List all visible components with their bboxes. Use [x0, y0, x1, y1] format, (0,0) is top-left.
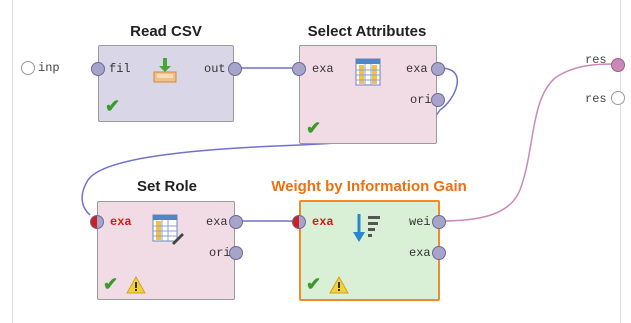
weight-info-gain-operator[interactable]: exa wei exa ✔ — [292, 200, 446, 301]
read-csv-status-ok-icon: ✔ — [105, 96, 121, 116]
select-attributes-port-exa-in-label: exa — [312, 62, 334, 76]
weight-info-gain-port-wei-label: wei — [409, 215, 431, 229]
select-attributes-status-ok-icon: ✔ — [306, 118, 322, 138]
read-csv-operator[interactable]: fil out ✔ — [91, 45, 242, 122]
select-attributes-title: Select Attributes — [307, 23, 427, 40]
weight-info-gain-port-exa-out[interactable] — [432, 246, 446, 260]
result-port-2-label: res — [585, 92, 607, 106]
wire-weight-to-result[interactable] — [439, 63, 615, 222]
set-role-port-exa-in[interactable] — [90, 215, 104, 229]
weight-info-gain-warning-icon — [329, 276, 349, 294]
read-csv-port-out[interactable] — [228, 62, 242, 76]
set-role-port-ori-label: ori — [209, 246, 231, 260]
set-role-warning-icon — [126, 276, 146, 294]
import-csv-icon — [153, 58, 177, 83]
set-role-operator[interactable]: exa exa ori ✔ — [90, 201, 243, 300]
weight-info-gain-port-wei[interactable] — [432, 215, 446, 229]
process-input-port[interactable] — [21, 61, 35, 75]
weight-info-gain-port-exa-in-label: exa — [312, 215, 334, 229]
process-input-label: inp — [38, 61, 60, 75]
attribute-table-icon — [355, 58, 381, 86]
canvas-left-border — [12, 0, 13, 323]
wire-select-to-setrole[interactable] — [81, 67, 459, 216]
set-role-port-exa-in-label: exa — [110, 215, 132, 229]
set-role-status-ok-icon: ✔ — [103, 274, 119, 294]
set-role-port-exa-out[interactable] — [229, 215, 243, 229]
select-attributes-operator[interactable]: exa exa ori ✔ — [292, 45, 445, 144]
select-attributes-port-exa-out-label: exa — [406, 62, 428, 76]
result-port-1[interactable] — [611, 58, 625, 72]
weight-info-gain-status-ok-icon: ✔ — [306, 274, 322, 294]
set-role-title: Set Role — [136, 178, 197, 195]
set-role-port-ori[interactable] — [229, 246, 243, 260]
canvas-right-border — [620, 0, 621, 323]
result-port-1-label: res — [585, 53, 607, 67]
weight-info-gain-title: Weight by Information Gain — [271, 178, 467, 195]
select-attributes-port-ori[interactable] — [431, 93, 445, 107]
read-csv-port-fil[interactable] — [91, 62, 105, 76]
select-attributes-port-exa-in[interactable] — [292, 62, 306, 76]
weight-sort-icon — [353, 214, 380, 242]
set-role-table-icon — [152, 214, 184, 245]
result-port-2[interactable] — [611, 91, 625, 105]
select-attributes-port-ori-label: ori — [410, 93, 432, 107]
set-role-port-exa-out-label: exa — [206, 215, 228, 229]
read-csv-port-out-label: out — [204, 62, 226, 76]
weight-info-gain-port-exa-out-label: exa — [409, 246, 431, 260]
read-csv-title: Read CSV — [130, 23, 202, 40]
select-attributes-port-exa-out[interactable] — [431, 62, 445, 76]
weight-info-gain-port-exa-in[interactable] — [292, 215, 306, 229]
read-csv-port-fil-label: fil — [109, 62, 131, 76]
